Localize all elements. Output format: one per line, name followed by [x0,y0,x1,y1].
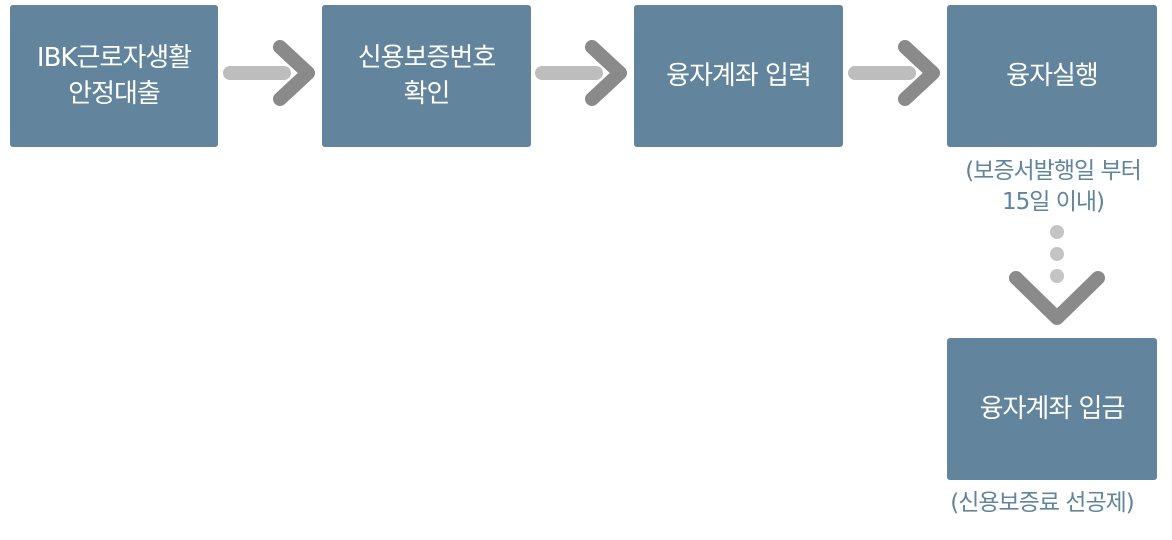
step-loan-product: IBK근로자생활 안정대출 [10,5,218,147]
deposit-note: (신용보증료 선공제) [917,488,1167,519]
step-account-input-label: 융자계좌 입력 [666,61,812,91]
execution-note: (보증서발행일 부터 15일 이내) [937,156,1169,218]
execution-note-line-1: (보증서발행일 부터 [965,158,1142,184]
deposit-note-line-1: (신용보증료 선공제) [950,490,1135,516]
execution-note-line-2: 15일 이내) [1001,189,1105,215]
step-loan-product-line-2: 안정대출 [68,79,161,109]
step-guarantee-number-check: 신용보증번호 확인 [322,5,531,147]
step-account-deposit-label: 융자계좌 입금 [979,394,1126,424]
right-arrow-icon [223,40,315,106]
step-loan-execution-label: 융자실행 [1006,61,1099,91]
right-arrow-icon [535,40,627,106]
step-guarantee-number-line-2: 확인 [403,79,451,109]
step-loan-execution: 융자실행 [947,5,1157,147]
step-loan-product-line-1: IBK근로자생활 [36,43,192,73]
down-chevron-icon [1009,225,1105,325]
step-account-input: 융자계좌 입력 [634,5,843,147]
step-guarantee-number-line-1: 신용보증번호 [357,43,497,73]
step-account-deposit: 융자계좌 입금 [947,338,1157,480]
right-arrow-icon [848,40,940,106]
